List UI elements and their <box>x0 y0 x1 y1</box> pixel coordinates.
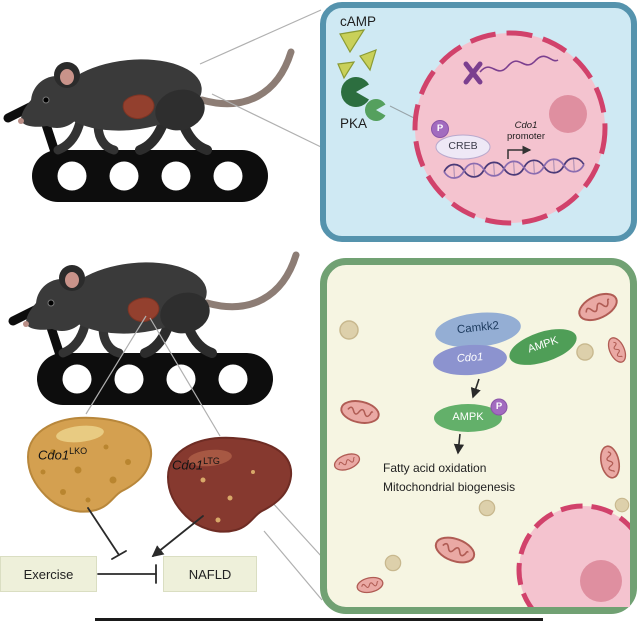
phospho-circle <box>490 398 508 416</box>
lko-blocks-exercise-effect-arrow <box>87 507 127 560</box>
ltg-activation-arrow <box>151 515 204 558</box>
phospho-label: P <box>436 123 444 134</box>
creb-oval <box>435 134 491 160</box>
cdo1-ltg-sup: LTG <box>203 456 220 466</box>
nafld-label: NAFLD <box>188 566 232 582</box>
creb-label: CREB <box>448 140 478 152</box>
pka-enzyme-icon <box>341 77 386 122</box>
nucleus-panel-artwork <box>337 29 608 226</box>
pka-label: PKA <box>340 116 368 131</box>
phospho-circle <box>431 120 449 138</box>
liver-fatty-illustration <box>27 416 153 513</box>
camp-molecules-icon <box>337 29 377 80</box>
cdo1-promoter-line2: promoter <box>506 131 545 142</box>
ampk-active-label: AMPK <box>452 411 484 423</box>
ampk-complex-oval <box>509 329 577 365</box>
nafld-box: NAFLD <box>163 556 257 592</box>
liver-healthy-illustration <box>167 436 293 533</box>
fatty-liver-spots <box>40 425 131 503</box>
mouse-treadmill-top-illustration <box>8 52 291 202</box>
dna-helix-icon <box>443 157 585 179</box>
healthy-liver-spots <box>188 449 255 523</box>
camp-label: cAMP <box>340 14 377 29</box>
cdo1-lko-base: Cdo1 <box>38 447 70 463</box>
exercise-inhibits-nafld-arrow <box>97 564 157 584</box>
nucleolus <box>580 560 622 602</box>
transcription-start-arrow <box>507 145 532 159</box>
complex-to-ampk-arrow <box>470 378 481 399</box>
cdo1-promoter-line1: Cdo1 <box>514 120 538 131</box>
pathway-arrows <box>87 507 204 584</box>
exercise-label: Exercise <box>23 566 74 582</box>
ampk-to-outcomes-arrow <box>453 433 465 455</box>
ampk-pathway-panel: Camkk2 AMPK Cdo1 P AMPK Fatty acid oxida… <box>320 258 637 614</box>
cdo1-lko-sup: LKO <box>69 446 88 456</box>
cell-membrane <box>412 30 608 226</box>
screen-edge-line <box>95 618 543 621</box>
cdo1-ltg-base: Cdo1 <box>172 457 204 473</box>
nucleolus <box>549 95 587 133</box>
camkk2-cdo1-ampk-complex <box>433 312 577 376</box>
exercise-box: Exercise <box>0 556 97 592</box>
phospho-ampk <box>434 398 508 432</box>
cdo1-lko-label: Cdo1LKO <box>38 446 87 462</box>
ampk-active-oval <box>434 404 502 432</box>
cdo1-promoter-label: Cdo1 promoter <box>496 120 556 142</box>
phospho-label: P <box>495 401 503 412</box>
cdo1-oval <box>433 344 507 376</box>
chromosome-icon <box>463 61 483 85</box>
outcome-text: Fatty acid oxidation Mitochondrial bioge… <box>383 459 515 497</box>
cdo1-ltg-label: Cdo1LTG <box>172 456 220 472</box>
hepatocyte-panel-artwork <box>331 287 630 607</box>
camp-pka-creb-panel: cAMP PKA P CREB Cdo1 promoter <box>320 2 637 242</box>
mouse-treadmill-bottom-illustration <box>13 255 296 405</box>
camkk2-oval <box>435 312 521 348</box>
chromatin-strand-icon <box>479 55 559 73</box>
hepatocyte-nucleus <box>516 503 630 607</box>
outcome-line2: Mitochondrial biogenesis <box>383 480 516 494</box>
outcome-line1: Fatty acid oxidation <box>383 461 487 475</box>
